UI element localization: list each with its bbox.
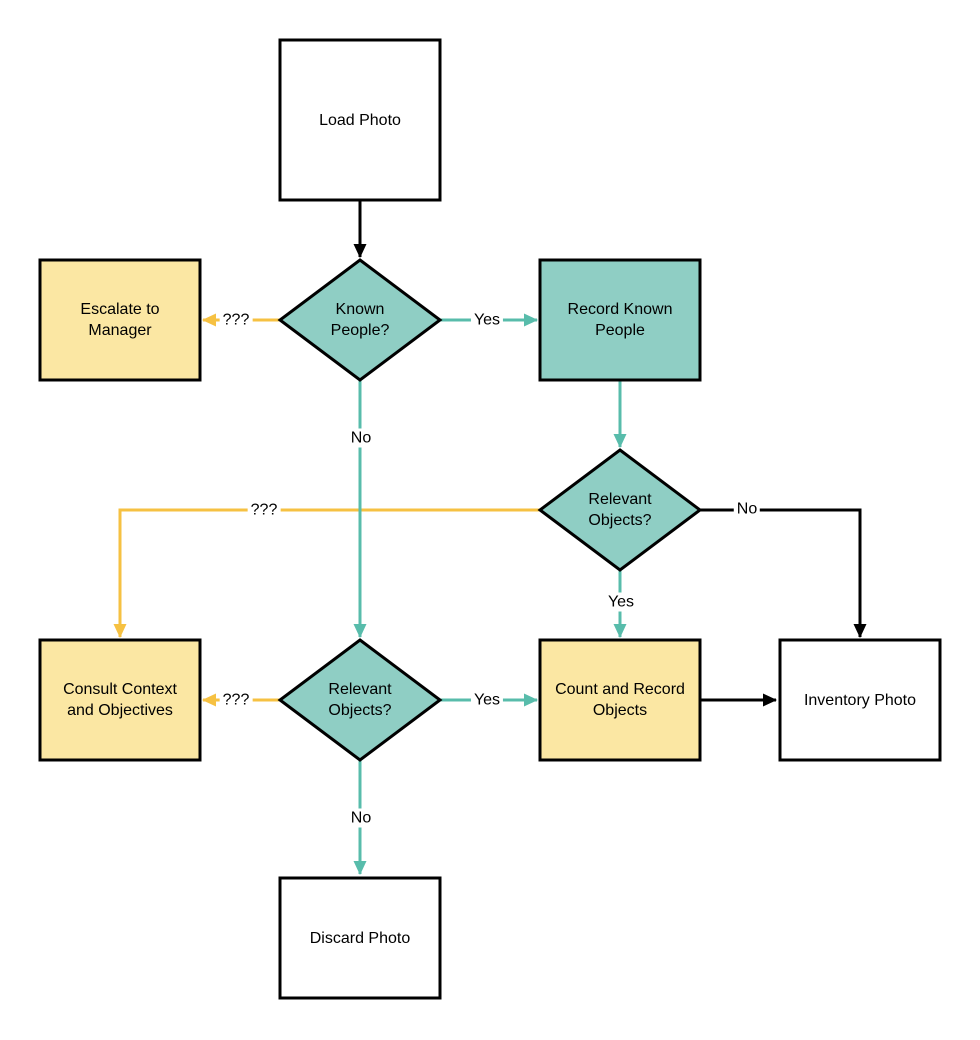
node-shape-inventory-photo [778, 638, 942, 762]
node-label-relevant-objects-bottom: Relevant Objects? [328, 681, 392, 719]
node-label-count-record-objects: Count and Record Objects [555, 681, 685, 719]
node-shape-load-photo [278, 38, 442, 202]
node-shape-discard-photo [278, 876, 442, 1000]
node-shape-consult-context [38, 638, 202, 762]
edge-label-relevant-bottom-to-consult: ??? [219, 690, 253, 710]
edge-label-known-to-record: Yes [470, 310, 504, 330]
node-label-discard-photo: Discard Photo [309, 929, 411, 947]
edge-label-known-to-escalate: ??? [219, 310, 253, 330]
node-label-relevant-objects-top: Relevant Objects? [588, 491, 652, 529]
edge-relevant-top-to-consult [113, 508, 540, 638]
edge-relevant-top-to-inventory [700, 508, 867, 638]
node-shape-escalate-manager [38, 258, 202, 382]
node-shape-relevant-objects-bottom [277, 638, 443, 762]
node-label-known-people: Known People? [330, 301, 390, 339]
edge-label-known-to-relevant-bottom: No [347, 428, 375, 448]
edge-label-relevant-bottom-to-count: Yes [470, 690, 504, 710]
node-shape-count-record-objects [538, 638, 702, 762]
node-label-record-known-people: Record Known People [567, 301, 673, 339]
node-shape-record-known-people [538, 258, 702, 382]
node-label-consult-context: Consult Context and Objectives [63, 681, 177, 719]
node-label-inventory-photo: Inventory Photo [803, 691, 917, 709]
node-label-load-photo: Load Photo [319, 111, 401, 129]
node-label-escalate-manager: Escalate to Manager [80, 301, 160, 339]
node-shape-known-people [277, 258, 443, 382]
edge-label-relevant-top-to-count: Yes [604, 592, 638, 612]
edge-label-relevant-bottom-to-discard: No [347, 808, 375, 828]
edge-label-relevant-top-to-inventory: No [733, 499, 761, 519]
node-shape-relevant-objects-top [537, 448, 703, 572]
edge-label-relevant-top-to-consult: ??? [247, 500, 281, 520]
